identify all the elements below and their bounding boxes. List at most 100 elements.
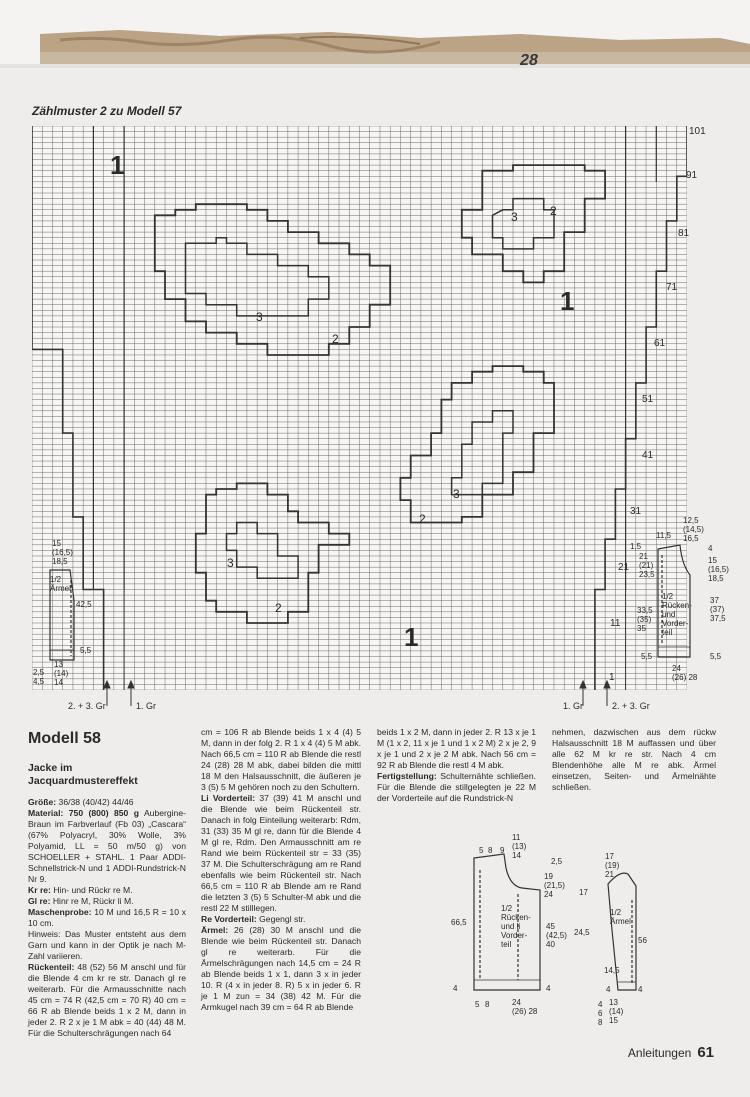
body-shoulder: 15 (16,5) 18,5	[708, 556, 729, 583]
size-marker-left-1: 1. Gr	[136, 701, 157, 711]
sleeve2-side: 4 6 8	[598, 1000, 603, 1027]
body-schematic-bottom	[473, 853, 541, 991]
model-subtitle-line: Jacquardmustereffekt	[28, 775, 138, 787]
body-schematic-right	[657, 544, 691, 658]
text: 48 (52) 56 M anschl und für die Blende 4…	[28, 962, 186, 1038]
sleeve2-height: 56	[638, 936, 647, 945]
term: Kr re:	[28, 885, 51, 895]
body-label: 1/2 Rücken- und Vorder- teil	[662, 592, 692, 637]
text: Hin- und Rückr re M.	[50, 885, 133, 895]
chart-title: Zählmuster 2 zu Modell 57	[32, 104, 182, 118]
text: Schulternähte schließen. Für die Blende …	[377, 771, 536, 803]
sleeve2-hem-left: 4	[606, 985, 611, 994]
instructions-column-2: cm = 106 R ab Blende beids 1 x 4 (4) 5 M…	[201, 727, 361, 1013]
model-subtitle: Jacke im Jacquardmustereffekt	[28, 762, 138, 788]
paragraph: Re Vorderteil: Gegengl str.	[201, 914, 361, 925]
motif-label: 3	[256, 310, 263, 324]
text: cm = 106 R ab Blende beids 1 x 4 (4) 5 M…	[201, 727, 361, 792]
body2-bottom-seg: 8	[485, 1000, 490, 1009]
motif-shape-2	[153, 203, 392, 356]
term: Material: 750 (800) 850 g	[28, 808, 139, 818]
paragraph: beids 1 x 2 M, dann in jeder 2. R 13 x j…	[377, 727, 536, 771]
instructions-column-3: beids 1 x 2 M, dann in jeder 2. R 13 x j…	[377, 727, 536, 804]
paragraph: Ärmel: 26 (28) 30 M anschl und die Blend…	[201, 925, 361, 1013]
body-width-bottom: 24 (26) 28	[672, 664, 698, 682]
paragraph: Li Vorderteil: 37 (39) 41 M anschl und d…	[201, 793, 361, 914]
term: Li Vorderteil:	[201, 793, 256, 803]
body-left-height: 33,5 (35) 35	[637, 606, 653, 633]
term: Ärmel:	[201, 925, 229, 935]
motif-shape-3	[184, 236, 330, 317]
sleeve2-cap: 17	[579, 888, 588, 897]
sleeve-label: 1/2 Ärmel	[50, 575, 71, 593]
text: Gegengl str.	[256, 914, 306, 924]
body2-seg: 5	[479, 846, 484, 855]
motif-shape-3	[491, 197, 555, 250]
body2-right-height: 45 (42,5) 40	[546, 922, 567, 949]
text: 37 (39) 41 M anschl und die Blende wie b…	[201, 793, 361, 913]
sleeve-height: 42,5	[76, 600, 92, 609]
text: beids 1 x 2 M, dann in jeder 2. R 13 x j…	[377, 727, 536, 770]
model-subtitle-line: Jacke im	[28, 762, 73, 774]
motif-shape-2	[460, 164, 606, 284]
motif-label: 2	[550, 204, 557, 218]
term: Re Vorderteil:	[201, 914, 257, 924]
sleeve2-hem-right: 4	[638, 985, 643, 994]
body2-neck: 2,5	[551, 857, 563, 866]
text: nehmen, dazwischen aus dem rückw Halsaus…	[552, 727, 716, 792]
page-number: 61	[697, 1044, 714, 1061]
row-label: 31	[630, 506, 642, 517]
row-label: 1	[609, 672, 615, 683]
term: Maschenprobe:	[28, 907, 92, 917]
sleeve-width-bottom: 13 (14) 14	[54, 660, 69, 687]
sleeve-width-top: 15 (16,5) 18,5	[52, 539, 73, 566]
text: Hinweis: Das Muster entsteht aus dem Gar…	[28, 929, 186, 961]
paragraph: Material: 750 (800) 850 g Aubergine-Brau…	[28, 808, 186, 885]
motif-shape-3	[225, 521, 299, 580]
text: Hinr re M, Rückr li M.	[50, 896, 134, 906]
sleeve2-left-height: 24,5	[574, 928, 590, 937]
row-label: 11	[610, 618, 621, 629]
paragraph: cm = 106 R ab Blende beids 1 x 4 (4) 5 M…	[201, 727, 361, 793]
motif-label: 2	[332, 332, 339, 346]
body2-seg: 9	[500, 846, 505, 855]
body2-bottom-seg: 5	[475, 1000, 480, 1009]
row-label: 51	[642, 394, 654, 405]
motif-label: 3	[227, 556, 234, 570]
knitting-chart	[32, 126, 687, 690]
motif-label: 2	[419, 512, 426, 526]
footer-label: Anleitungen	[627, 1046, 692, 1060]
instructions-column-4: nehmen, dazwischen aus dem rückw Halsaus…	[552, 727, 716, 793]
body-right-height: 37 (37) 37,5	[710, 596, 726, 623]
term: Rückenteil:	[28, 962, 75, 972]
page-number-top: 28	[518, 52, 540, 69]
motif-label: 3	[453, 487, 460, 501]
size-marker-left: 2. + 3. Gr	[68, 701, 106, 711]
text: 26 (28) 30 M anschl und die Blende wie b…	[201, 925, 361, 1012]
body-armhole: 21 (21) 23,5	[639, 552, 655, 579]
term: Fertigstellung:	[377, 771, 437, 781]
size-marker-right: 2. + 3. Gr	[612, 701, 650, 711]
body2-seg: 8	[488, 846, 493, 855]
sleeve-hem: 5,5	[80, 646, 92, 655]
body2-label: 1/2 Rücken- und li Vorder- teil	[501, 904, 531, 949]
motif-label: 1	[110, 150, 125, 180]
motif-label: 1	[560, 286, 575, 316]
row-label: 91	[686, 170, 698, 181]
knitting-chart-grid	[32, 126, 687, 690]
sleeve-side: 2,5 4,5	[33, 668, 45, 686]
body-width-top-2: 11,5	[656, 531, 671, 540]
sleeve-schematic-bottom	[607, 872, 637, 991]
torn-paper-strip	[0, 0, 750, 68]
motif-shape-2	[194, 482, 351, 624]
body2-width: 24 (26) 28	[512, 998, 538, 1016]
body2-hem: 4	[453, 984, 458, 993]
body2-left-height: 66,5	[451, 918, 467, 927]
body2-armhole: 19 (21,5) 24	[544, 872, 565, 899]
text: 36/38 (40/42) 44/46	[56, 797, 134, 807]
body-hem-right: 5,5	[710, 652, 722, 661]
size-marker-right-1: 1. Gr	[563, 701, 584, 711]
term: Größe:	[28, 797, 57, 807]
text: Aubergine-Braun im Farbverlauf (Fb 03) „…	[28, 808, 186, 884]
instructions-column-1: Größe: 36/38 (40/42) 44/46 Material: 750…	[28, 797, 186, 1039]
